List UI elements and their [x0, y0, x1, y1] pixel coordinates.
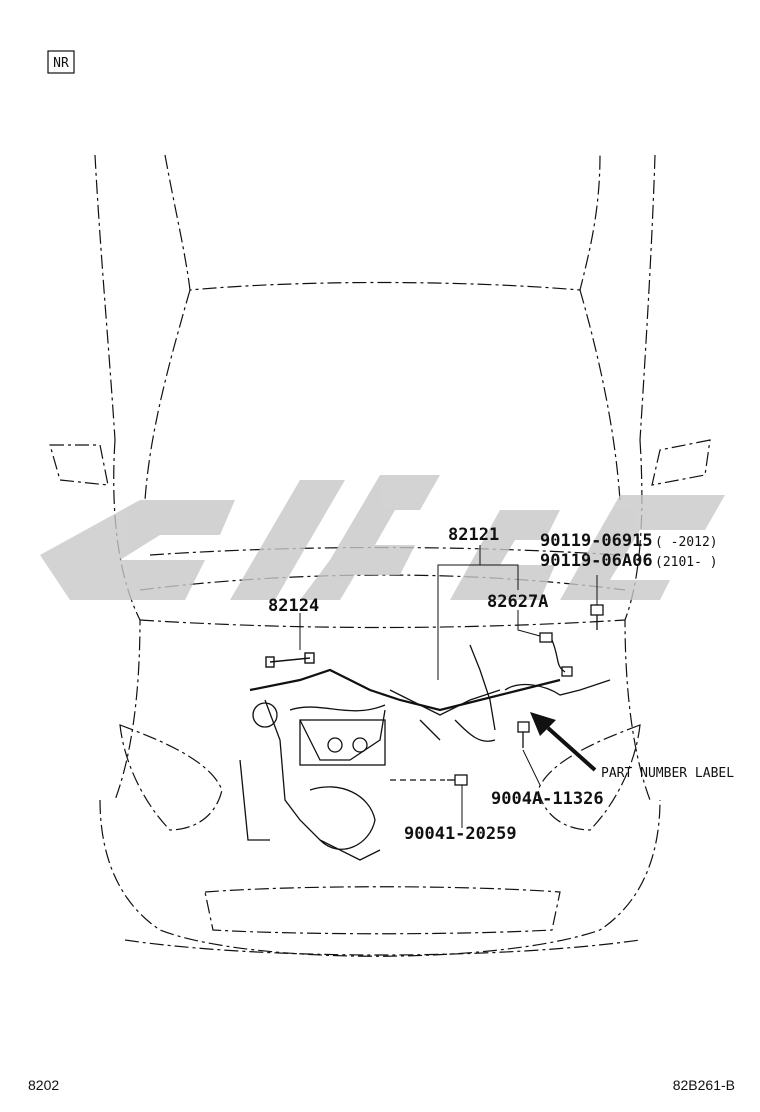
- engine-assembly: [239, 644, 611, 861]
- watermark-logo: [40, 475, 725, 600]
- callout-90041-20259: 90041-20259: [404, 824, 517, 844]
- part-number-arrow: [530, 712, 597, 772]
- figure-code: 82B261-B: [673, 1077, 735, 1093]
- page-code: 8202: [28, 1077, 59, 1093]
- callout-90119-06A06-range: (2101- ): [655, 555, 718, 570]
- bolt-icon-lower: [390, 774, 468, 786]
- vehicle-outline: [49, 154, 711, 957]
- sensor-wire-82627A: [539, 632, 573, 677]
- callout-82121: 82121: [448, 525, 499, 545]
- bolt-icon-upper: [590, 604, 604, 630]
- leader-lines: [299, 545, 598, 828]
- callout-82627A: 82627A: [487, 592, 548, 612]
- clip-icon: [517, 721, 530, 748]
- callout-90119-06915-range: ( -2012): [655, 535, 718, 550]
- corner-tag-text: NR: [53, 56, 69, 71]
- callout-90119-06A06: 90119-06A06: [540, 551, 653, 571]
- part-number-label-text: PART NUMBER LABEL: [601, 766, 734, 781]
- callout-9004A-11326: 9004A-11326: [491, 789, 604, 809]
- sub-harness-82124: [265, 652, 315, 668]
- corner-tag: NR: [47, 50, 75, 74]
- callout-82124: 82124: [268, 596, 319, 616]
- callout-90119-06915: 90119-06915: [540, 531, 653, 551]
